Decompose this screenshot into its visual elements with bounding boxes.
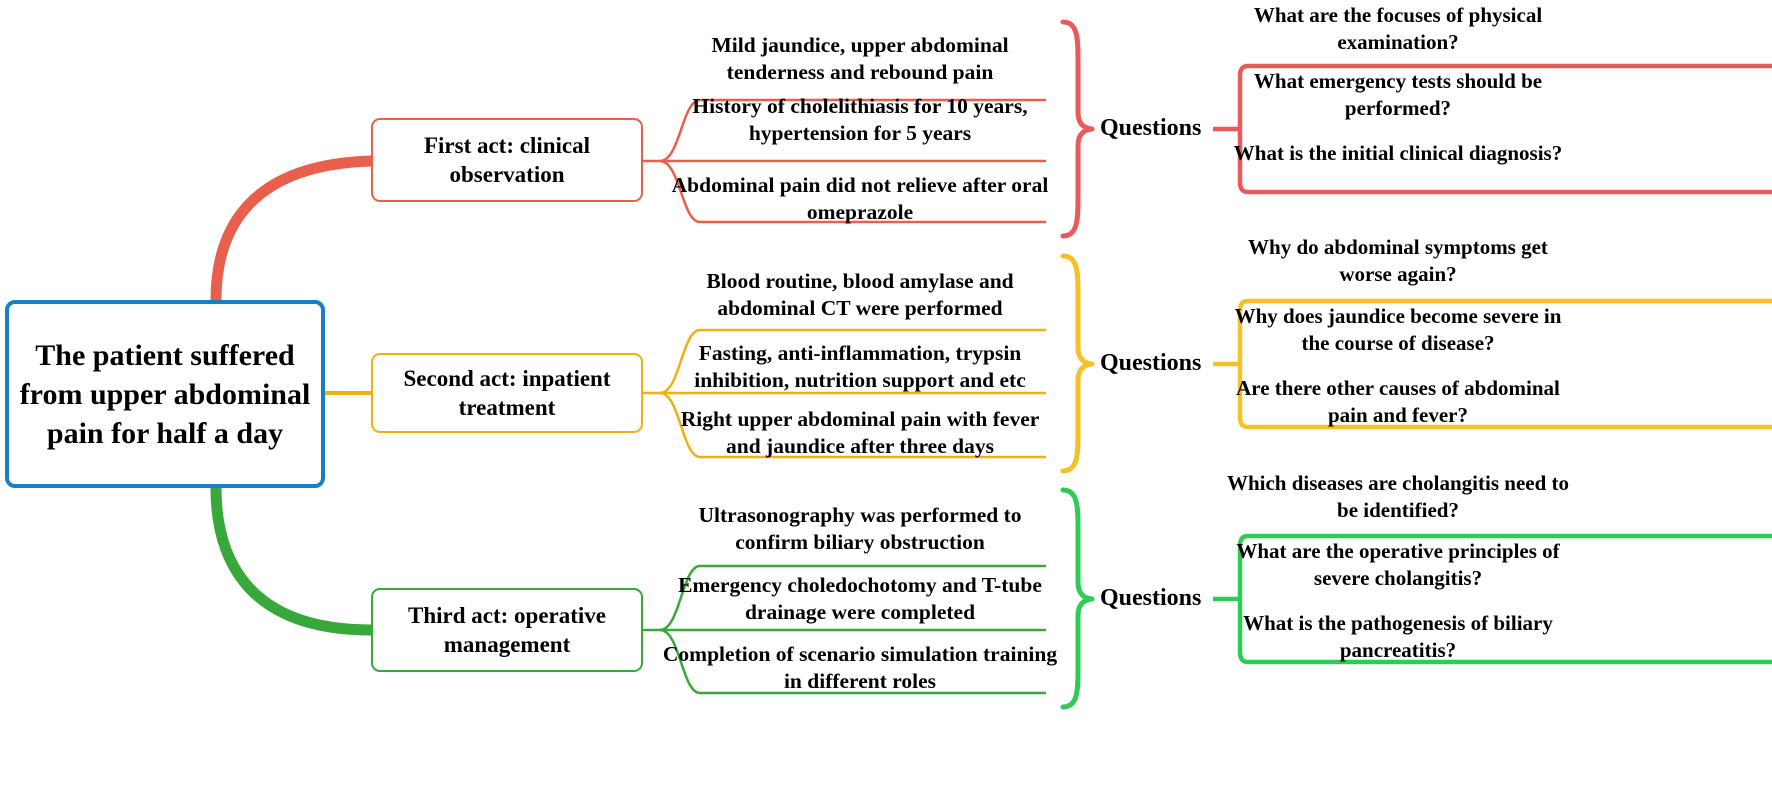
detail-leaf: Right upper abdominal pain with fever an… (680, 407, 1040, 459)
detail-leaf: Ultrasonography was performed to confirm… (698, 503, 1022, 555)
questions-label-first: Questions (1100, 115, 1202, 141)
root-node-label: The patient suffered from upper abdomina… (19, 338, 311, 450)
root-node[interactable]: The patient suffered from upper abdomina… (5, 300, 325, 488)
detail-leaf: Fasting, anti-inflammation, trypsin inhi… (694, 341, 1026, 393)
detail-leaf: Completion of scenario simulation traini… (662, 642, 1058, 694)
questions-label-third: Questions (1100, 585, 1202, 611)
detail-leaf: Mild jaundice, upper abdominal tendernes… (711, 33, 1009, 85)
act-node-first-label: First act: clinical observation (423, 132, 591, 187)
questions-label-second: Questions (1100, 350, 1202, 376)
question-leaf: Which diseases are cholangitis need to b… (1226, 471, 1570, 522)
detail-leaf: Abdominal pain did not relieve after ora… (671, 173, 1049, 225)
question-leaf: What is the pathogenesis of biliary panc… (1243, 611, 1553, 662)
detail-leaf: Emergency choledochotomy and T-tube drai… (678, 573, 1042, 625)
act-node-third-label: Third act: operative management (407, 602, 606, 657)
act-node-third[interactable]: Third act: operative management (371, 588, 643, 672)
act-node-first[interactable]: First act: clinical observation (371, 118, 643, 202)
question-leaf: What is the initial clinical diagnosis? (1233, 141, 1563, 165)
question-leaf: Why does jaundice become severe in the c… (1234, 304, 1562, 355)
detail-leaf: Blood routine, blood amylase and abdomin… (706, 269, 1014, 321)
question-leaf: What emergency tests should be performed… (1253, 69, 1543, 120)
act-node-second[interactable]: Second act: inpatient treatment (371, 353, 643, 433)
question-leaf: Are there other causes of abdominal pain… (1236, 376, 1560, 427)
question-leaf: Why do abdominal symptoms get worse agai… (1248, 235, 1548, 286)
question-leaf: What are the operative principles of sev… (1236, 539, 1560, 590)
act-node-second-label: Second act: inpatient treatment (403, 365, 611, 420)
question-leaf: What are the focuses of physical examina… (1253, 3, 1543, 54)
detail-leaf: History of cholelithiasis for 10 years, … (692, 94, 1028, 146)
